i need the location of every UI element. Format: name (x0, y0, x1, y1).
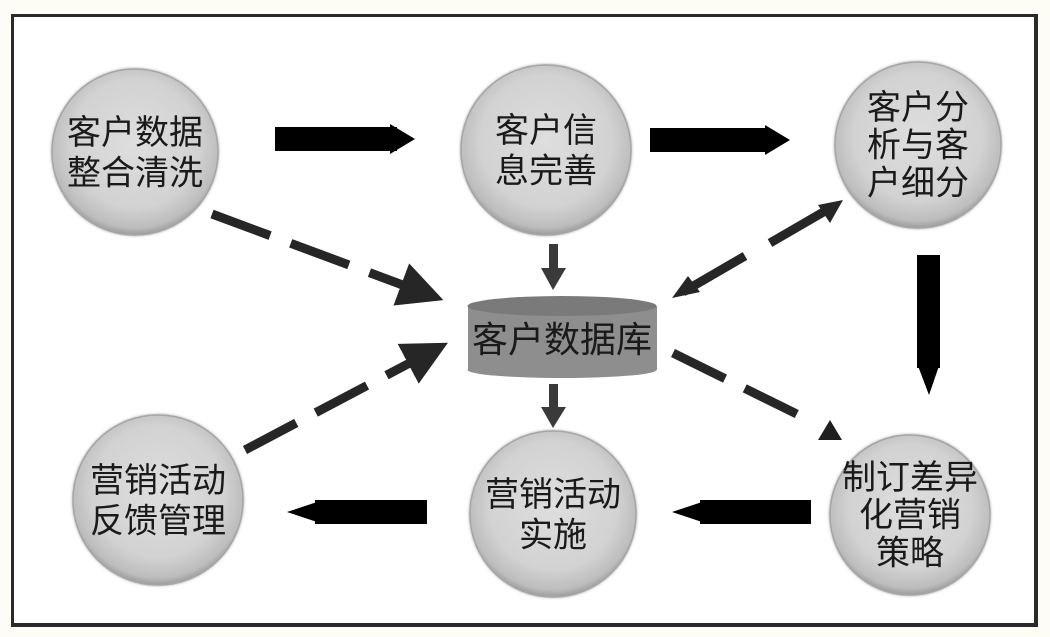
arrowhead-to-strategy (818, 420, 842, 440)
node-label-line: 策略 (876, 533, 944, 573)
node-label-line: 营销活动 (90, 461, 226, 501)
arrowhead-to-database-right (672, 276, 700, 298)
arrow-database-to-implement (541, 384, 566, 428)
node-label-line: 整合清洗 (67, 153, 203, 193)
node-circle (829, 434, 991, 596)
node-label-line: 客户数据 (67, 113, 203, 153)
node-label-line: 客户分 (867, 88, 969, 128)
database-label: 客户数据库 (472, 320, 652, 361)
node-circle (72, 414, 244, 586)
dashed-arrow-database-to-strategy (671, 348, 817, 428)
node-circle (469, 430, 637, 598)
node-label-line: 营销活动 (485, 475, 621, 515)
node-label-line: 户细分 (867, 163, 969, 203)
node-label-line: 析与客 (867, 126, 969, 166)
arrow-strategy-to-implement (672, 500, 811, 524)
node-label-line: 实施 (519, 515, 587, 555)
node-label-line: 客户信 (495, 111, 597, 151)
dashed-arrow-integrate-to-database (210, 209, 444, 306)
node-label-line: 反馈管理 (90, 501, 226, 541)
node-database: 客户数据库 (467, 296, 657, 378)
dashed-arrow-database-to-analyze-2 (767, 203, 835, 247)
node-circle (834, 61, 1002, 229)
node-label-line: 息完善 (495, 151, 597, 191)
node-circle (51, 68, 219, 236)
arrow-complete-to-analyze (650, 125, 790, 155)
node-circle (460, 64, 632, 236)
arrow-implement-to-feedback (287, 500, 427, 524)
arrow-complete-to-database (541, 244, 566, 290)
dashed-arrow-feedback-to-database (242, 342, 448, 454)
node-label-line: 制订差异 (842, 458, 978, 498)
arrowhead-to-analyze (818, 200, 843, 223)
node-label-line: 化营销 (859, 496, 961, 536)
arrow-integrate-to-complete (275, 124, 415, 154)
arrow-analyze-to-strategy (917, 255, 940, 395)
